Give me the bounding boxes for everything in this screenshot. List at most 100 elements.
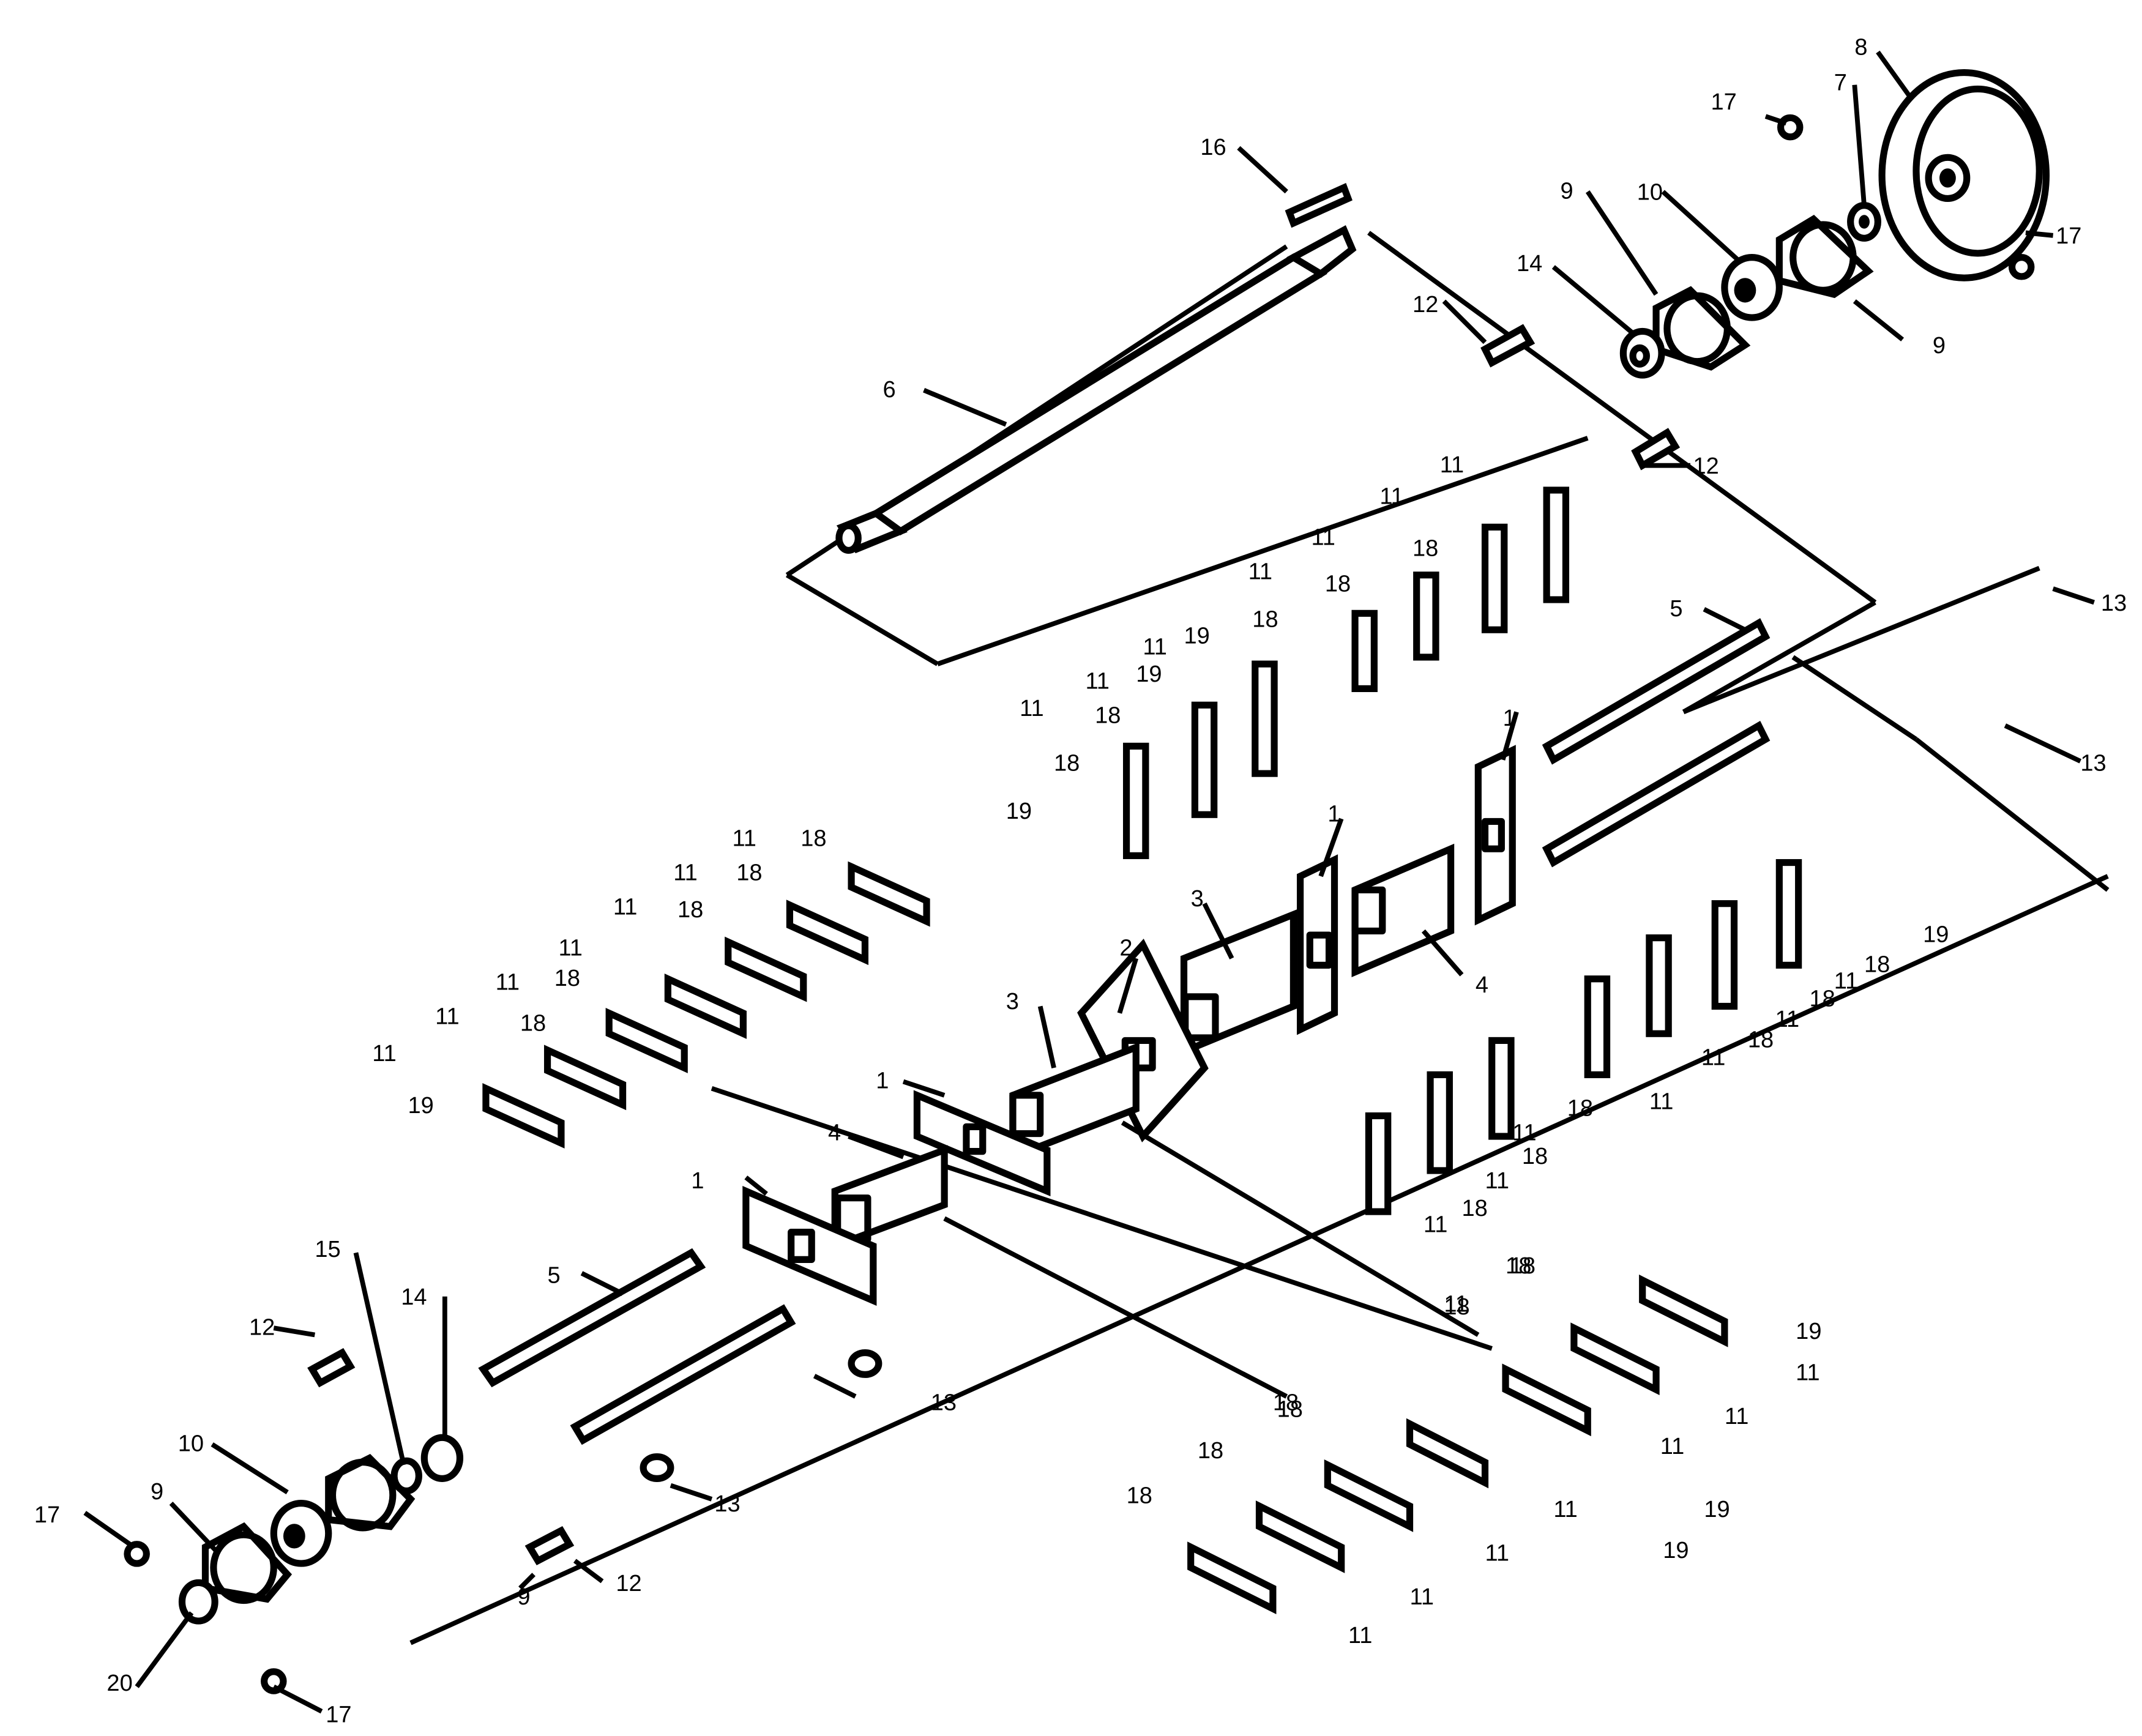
callout-c27: 13 xyxy=(931,1390,957,1415)
pulley-group xyxy=(1480,69,2050,471)
callout-c91: 18 xyxy=(1127,1483,1152,1509)
callout-c79: 11 xyxy=(1424,1212,1447,1238)
callout-c87: 19 xyxy=(1704,1497,1730,1522)
callout-c18: 9 xyxy=(517,1584,530,1610)
callout-c56: 11 xyxy=(558,936,582,961)
callout-c82: 18 xyxy=(1273,1390,1299,1415)
callout-c11: 5 xyxy=(548,1262,561,1288)
callout-c32: 16 xyxy=(1200,135,1226,160)
callout-c69: 18 xyxy=(1810,986,1835,1011)
callout-c85: 11 xyxy=(1796,1360,1819,1385)
callout-c50: 18 xyxy=(1095,702,1121,728)
callout-c68: 11 xyxy=(1834,968,1858,994)
callout-c15: 9 xyxy=(1561,178,1573,204)
callout-c86: 11 xyxy=(1725,1404,1748,1429)
callout-c8: 4 xyxy=(1476,972,1488,998)
callout-c62: 18 xyxy=(677,897,703,923)
callout-c54: 11 xyxy=(673,860,697,886)
shaft-key xyxy=(1285,182,1353,228)
callout-c59: 11 xyxy=(372,1041,396,1067)
callout-c34: 17 xyxy=(2056,223,2081,249)
callout-c36: 17 xyxy=(326,1702,351,1728)
callout-c17: 9 xyxy=(151,1479,163,1505)
callout-c40: 11 xyxy=(1311,524,1335,550)
callout-c52: 19 xyxy=(1136,661,1162,687)
callout-c14: 8 xyxy=(1854,34,1867,60)
callout-c21: 12 xyxy=(1412,292,1438,318)
callout-c88: 11 xyxy=(1660,1434,1684,1459)
callout-c3: 1 xyxy=(876,1068,889,1094)
callout-c92: 18 xyxy=(1277,1397,1303,1423)
callout-c51: 18 xyxy=(1054,751,1080,777)
callout-c89: 19 xyxy=(1663,1538,1689,1563)
callout-c7: 3 xyxy=(1006,989,1019,1015)
callout-c6: 3 xyxy=(1191,886,1204,912)
callout-c19: 10 xyxy=(1637,180,1663,206)
callout-c42: 18 xyxy=(1412,535,1438,561)
callout-c64: 18 xyxy=(520,1011,546,1037)
callout-c31: 15 xyxy=(315,1237,340,1262)
callout-labels: 1 1 1 1 2 3 3 4 4 5 5 6 7 8 9 9 9 9 10 1… xyxy=(34,34,2127,1727)
callout-c74: 18 xyxy=(1567,1095,1593,1121)
callout-c16: 9 xyxy=(1933,333,1946,359)
callout-c2: 1 xyxy=(1327,801,1340,827)
callout-c13: 7 xyxy=(1834,70,1847,96)
callout-c75: 11 xyxy=(1512,1120,1536,1146)
callout-c9: 4 xyxy=(828,1120,841,1146)
callout-c43: 18 xyxy=(1325,572,1351,597)
callout-c49: 11 xyxy=(732,826,756,852)
callout-c81: 11 xyxy=(1444,1291,1468,1317)
callout-c28: 13 xyxy=(714,1491,740,1517)
callout-c37: 20 xyxy=(106,1671,132,1696)
callout-c10: 5 xyxy=(1670,596,1682,622)
callout-c23: 12 xyxy=(249,1314,275,1340)
callout-c33: 17 xyxy=(1711,89,1737,115)
callout-c22: 12 xyxy=(1693,453,1718,479)
callout-c66: 19 xyxy=(1923,922,1949,947)
callout-c20: 10 xyxy=(178,1431,204,1457)
callout-c5: 2 xyxy=(1119,936,1132,961)
callout-c44: 18 xyxy=(1252,607,1278,633)
callout-c57: 11 xyxy=(496,970,520,996)
callout-c83: 18 xyxy=(1198,1438,1223,1464)
callout-c1: 1 xyxy=(1503,706,1516,731)
blades xyxy=(482,486,1802,1614)
callout-c67: 18 xyxy=(1864,952,1890,978)
callout-c4: 1 xyxy=(691,1168,704,1194)
callout-c41: 11 xyxy=(1248,559,1272,584)
center-frame xyxy=(742,745,1516,1306)
callout-c25: 13 xyxy=(2101,590,2127,616)
callout-c71: 18 xyxy=(1748,1027,1774,1053)
callout-c77: 11 xyxy=(1485,1168,1509,1194)
callout-c96: 11 xyxy=(1410,1584,1434,1610)
callout-c26: 13 xyxy=(2080,751,2106,777)
callout-c95: 11 xyxy=(1485,1541,1509,1566)
callout-c97: 11 xyxy=(1348,1623,1372,1648)
callout-c65: 19 xyxy=(408,1093,433,1119)
callout-c30: 14 xyxy=(401,1284,427,1310)
left-bearing-group xyxy=(124,1348,883,1694)
callout-c93: 18 xyxy=(1444,1294,1469,1320)
callout-c76: 18 xyxy=(1522,1144,1548,1169)
callout-c72: 11 xyxy=(1701,1045,1725,1071)
callout-c78: 18 xyxy=(1461,1196,1487,1221)
callout-c46: 11 xyxy=(1143,634,1166,660)
callout-c63: 18 xyxy=(554,966,580,991)
callout-c53: 19 xyxy=(1006,799,1032,824)
callout-c90: 18 xyxy=(1510,1253,1536,1279)
callout-c47: 11 xyxy=(1085,668,1109,694)
callout-c80: 18 xyxy=(1506,1253,1531,1279)
drive-shaft xyxy=(835,225,1357,554)
callout-c61: 18 xyxy=(736,860,762,886)
callout-c38: 11 xyxy=(1440,452,1464,478)
callout-c55: 11 xyxy=(613,895,637,920)
callout-c35: 17 xyxy=(34,1502,60,1528)
callout-c48: 11 xyxy=(1020,696,1043,721)
callout-c94: 11 xyxy=(1553,1497,1577,1522)
callout-c12: 6 xyxy=(883,377,895,403)
callout-c60: 18 xyxy=(800,826,826,852)
leader-lines xyxy=(83,50,2095,1714)
callout-c73: 11 xyxy=(1649,1089,1673,1114)
callout-c84: 19 xyxy=(1796,1319,1821,1344)
